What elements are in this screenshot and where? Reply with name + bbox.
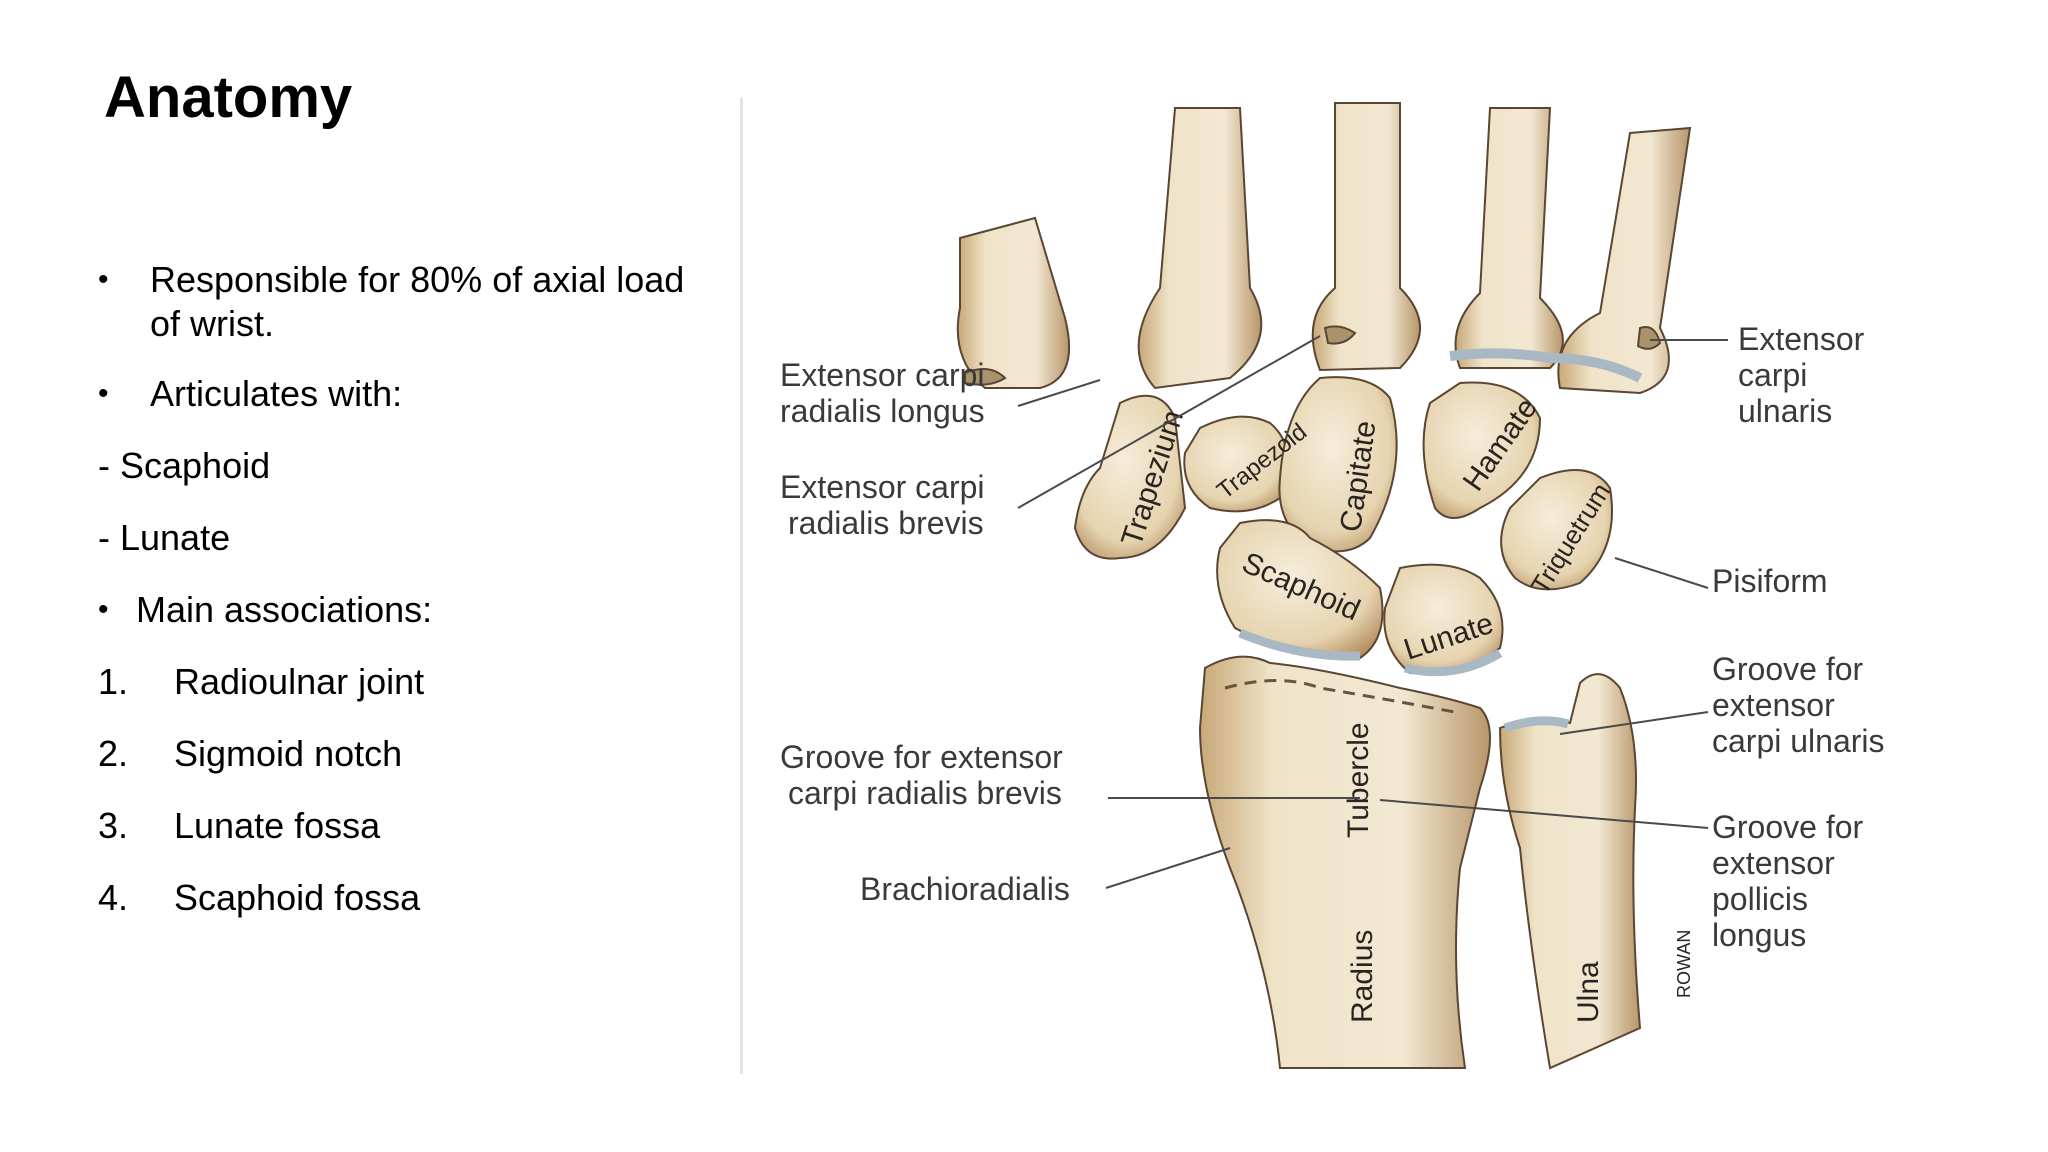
- metacarpal-5: [1557, 126, 1692, 395]
- label-gepl-line4: longus: [1712, 917, 1806, 953]
- wrist-anatomy-diagram: Trapezium Trapezoid Capitate Hamate Triq…: [780, 102, 1885, 1070]
- label-ecrb-line2: radialis brevis: [788, 505, 984, 541]
- item-text: Scaphoid fossa: [174, 877, 421, 918]
- metacarpal-thumb: [956, 216, 1071, 389]
- item-number: 1.: [98, 661, 129, 702]
- metacarpal-bones: [956, 102, 1692, 395]
- cartilage-cmc: [1449, 348, 1643, 383]
- item-text: Lunate fossa: [174, 805, 381, 846]
- metacarpal-4: [1454, 107, 1564, 369]
- bone-trapezium: [1073, 394, 1187, 560]
- leader-gecu: [1559, 711, 1709, 735]
- label-gecu-line1: Groove for: [1712, 651, 1864, 687]
- label-gecrb-line2: carpi radialis brevis: [788, 775, 1062, 811]
- bullet-text: Articulates with:: [150, 373, 403, 414]
- leader-lines: [1017, 335, 1728, 889]
- bullet-dot: •: [98, 593, 109, 626]
- column-divider: [740, 98, 743, 1074]
- bullet-text: Main associations:: [136, 589, 433, 630]
- label-radius: Radius: [1346, 930, 1379, 1023]
- item-number: 4.: [98, 877, 129, 918]
- label-gecu-line2: extensor: [1712, 687, 1835, 723]
- label-ecrl-line2: radialis longus: [780, 393, 985, 429]
- bone-hamate: [1422, 381, 1542, 519]
- bone-radius: [1198, 655, 1491, 1069]
- label-tubercle: Tubercle: [1342, 722, 1375, 838]
- dash-item-lunate: - Lunate: [98, 517, 231, 558]
- annotation-labels: Extensor carpi radialis longus Extensor …: [780, 321, 1885, 953]
- forearm-bones: [964, 325, 1662, 1070]
- label-ecu-line3: ulnaris: [1738, 393, 1832, 429]
- groove-ecrl-notch: [964, 368, 1007, 386]
- bone-triquetrum: [1500, 469, 1613, 591]
- label-ecu-line1: Extensor: [1738, 321, 1865, 357]
- item-number: 3.: [98, 805, 129, 846]
- metacarpal-3: [1311, 102, 1421, 372]
- label-gepl-line2: extensor: [1712, 845, 1835, 881]
- bone-scaphoid: [1216, 519, 1384, 660]
- bullet-text: Responsible for 80% of axial load of wri…: [150, 259, 685, 344]
- bone-capitate: [1278, 376, 1398, 553]
- dash-item-scaphoid: - Scaphoid: [98, 445, 271, 486]
- leader-gepl: [1379, 799, 1709, 829]
- item-text: Radioulnar joint: [174, 661, 425, 702]
- label-pisiform: Pisiform: [1712, 563, 1828, 599]
- bone-lunate: [1383, 563, 1504, 675]
- carpal-bones: [1073, 376, 1613, 677]
- label-gepl-line3: pollicis: [1712, 881, 1808, 917]
- groove-ecu-notch: [1636, 326, 1662, 350]
- label-gepl-line1: Groove for: [1712, 809, 1864, 845]
- leader-pisiform: [1614, 557, 1709, 589]
- label-ecrl-line1: Extensor carpi: [780, 357, 985, 393]
- leader-ecrb: [1017, 335, 1321, 509]
- label-ecrb-line1: Extensor carpi: [780, 469, 985, 505]
- cartilage-radiocarpal: [1238, 628, 1503, 677]
- bone-ulna: [1498, 673, 1642, 1070]
- groove-ecrb-notch: [1323, 325, 1357, 345]
- label-ecu-line2: carpi: [1738, 357, 1807, 393]
- bullet-dot: •: [98, 263, 109, 296]
- artist-signature: ROWAN: [1674, 930, 1694, 998]
- leader-ecrl: [1017, 379, 1101, 407]
- label-gecu-line3: carpi ulnaris: [1712, 723, 1885, 759]
- label-ulna: Ulna: [1572, 961, 1605, 1023]
- metacarpal-2: [1137, 107, 1263, 390]
- leader-brachioradialis: [1105, 847, 1231, 889]
- cartilage-drUJ: [1503, 716, 1570, 733]
- item-text: Sigmoid notch: [174, 733, 403, 774]
- label-brachioradialis: Brachioradialis: [860, 871, 1070, 907]
- item-number: 2.: [98, 733, 129, 774]
- slide-title: Anatomy: [104, 65, 353, 130]
- bullet-dot: •: [98, 377, 109, 410]
- label-gecrb-line1: Groove for extensor: [780, 739, 1063, 775]
